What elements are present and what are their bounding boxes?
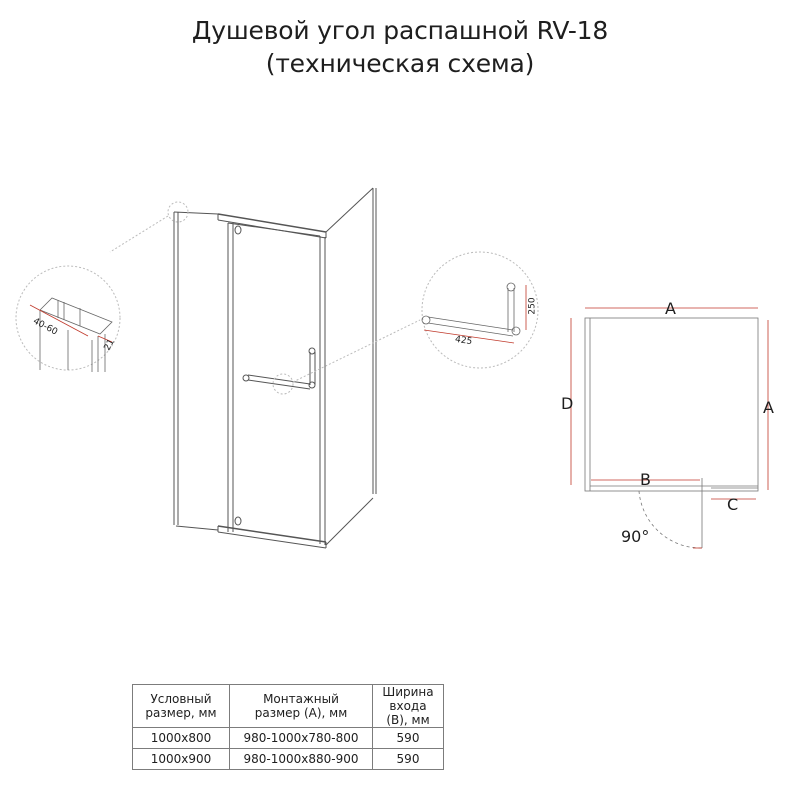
title-line-2: (техническая схема) (265, 49, 535, 78)
handle-height-label: 250 (527, 297, 538, 315)
plan-left-dimension-label: D (561, 394, 574, 413)
cell-entry-width: 590 (372, 748, 444, 770)
detail-leader-lines (15, 201, 539, 395)
page-title: Душевой угол распашной RV-18 (техническа… (0, 14, 800, 80)
title-line-1: Душевой угол распашной RV-18 (191, 16, 609, 45)
cell-mounting-size: 980-1000x880-900 (229, 748, 373, 770)
plan-right-dimension-label: A (763, 398, 774, 417)
cell-mounting-size: 980-1000x780-800 (229, 727, 373, 749)
cell-nominal-size: 1000x800 (132, 727, 230, 749)
plan-angle-label: 90° (621, 527, 650, 546)
cell-entry-width: 590 (372, 727, 444, 749)
plan-fixed-dimension-label: C (727, 495, 739, 514)
cell-nominal-size: 1000x900 (132, 748, 230, 770)
table-row: 1000x900 980-1000x880-900 590 (132, 748, 444, 770)
plan-view-drawing (570, 307, 769, 549)
plan-entry-dimension-label: B (640, 470, 651, 489)
profile-detail-drawing (29, 297, 113, 372)
table-row: 1000x800 980-1000x780-800 590 (132, 727, 444, 749)
plan-top-dimension-label: A (665, 299, 676, 318)
handle-detail-drawing (421, 282, 527, 344)
shower-isometric-view (173, 187, 377, 549)
